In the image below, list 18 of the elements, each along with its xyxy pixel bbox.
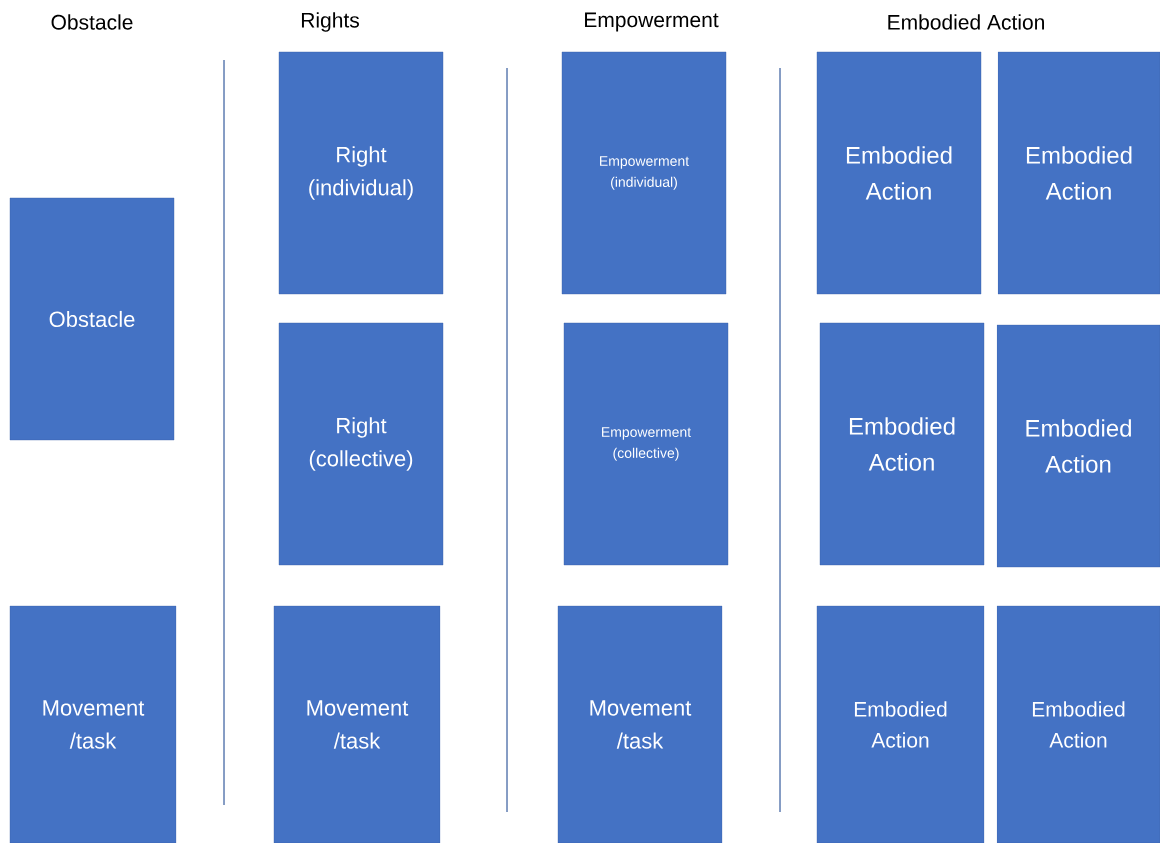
text-box: Obstacle [9, 197, 175, 441]
text-box: Empowerment (collective) [563, 322, 729, 566]
text-box: Embodied Action [816, 605, 985, 843]
text-box: Embodied Action [819, 322, 985, 566]
text-box: Embodied Action [816, 51, 982, 295]
text-box: Movement /task [273, 605, 441, 843]
column-heading: Embodied Action [888, 14, 1044, 30]
column-heading: Empowerment [585, 12, 719, 32]
text-box: Movement /task [557, 605, 723, 843]
column-heading: Obstacle [51, 14, 133, 30]
text-box: Embodied Action [997, 51, 1160, 295]
column-heading: Rights [301, 12, 359, 32]
text-box: Empowerment (individual) [561, 51, 727, 295]
text-box: Embodied Action [996, 324, 1160, 568]
text-box: Right (collective) [278, 322, 444, 566]
text-box: Movement /task [9, 605, 177, 843]
text-box: Right (individual) [278, 51, 444, 295]
text-box: Embodied Action [996, 605, 1160, 843]
